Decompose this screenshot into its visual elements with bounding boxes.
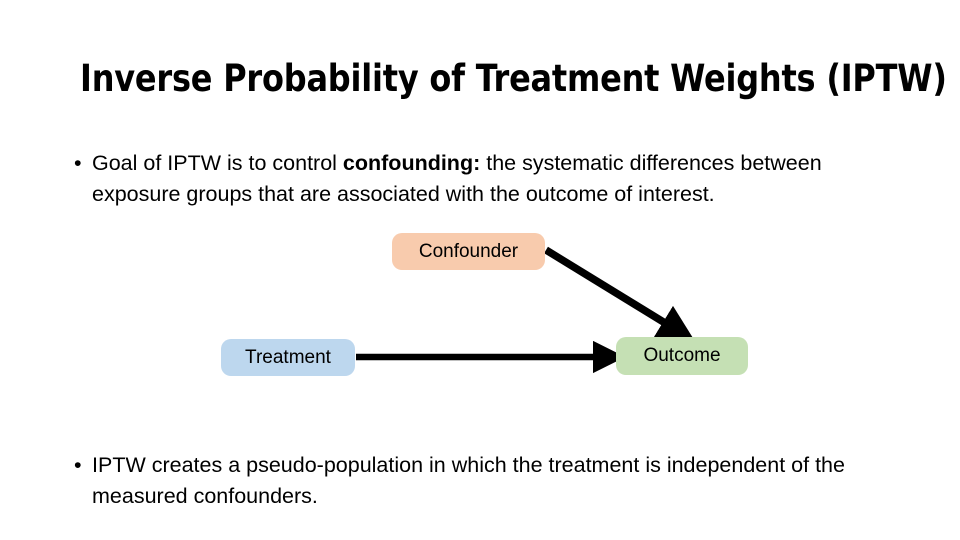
bullet-segment: the systematic differences between expos… [92,151,822,206]
dag-node-confounder: Confounder [392,233,545,270]
bullet-marker: • [74,151,82,175]
dag-node-outcome: Outcome [616,337,748,375]
page-title: Inverse Probability of Treatment Weights… [80,57,947,100]
bullet-segment: Goal of IPTW is to control [92,151,343,175]
bullet-segment-bold: confounding: [342,151,481,175]
bullet-text-2: IPTW creates a pseudo-population in whic… [92,453,845,508]
dag-node-treatment: Treatment [221,339,355,376]
bullet-item-1: • Goal of IPTW is to control confounding… [74,148,874,210]
bullet-marker: • [74,453,82,477]
bullet-item-2: • IPTW creates a pseudo-population in wh… [74,450,864,512]
bullet-text-1: Goal of IPTW is to control confounding: … [92,148,874,210]
edge-confounder-to-outcome [544,246,696,342]
